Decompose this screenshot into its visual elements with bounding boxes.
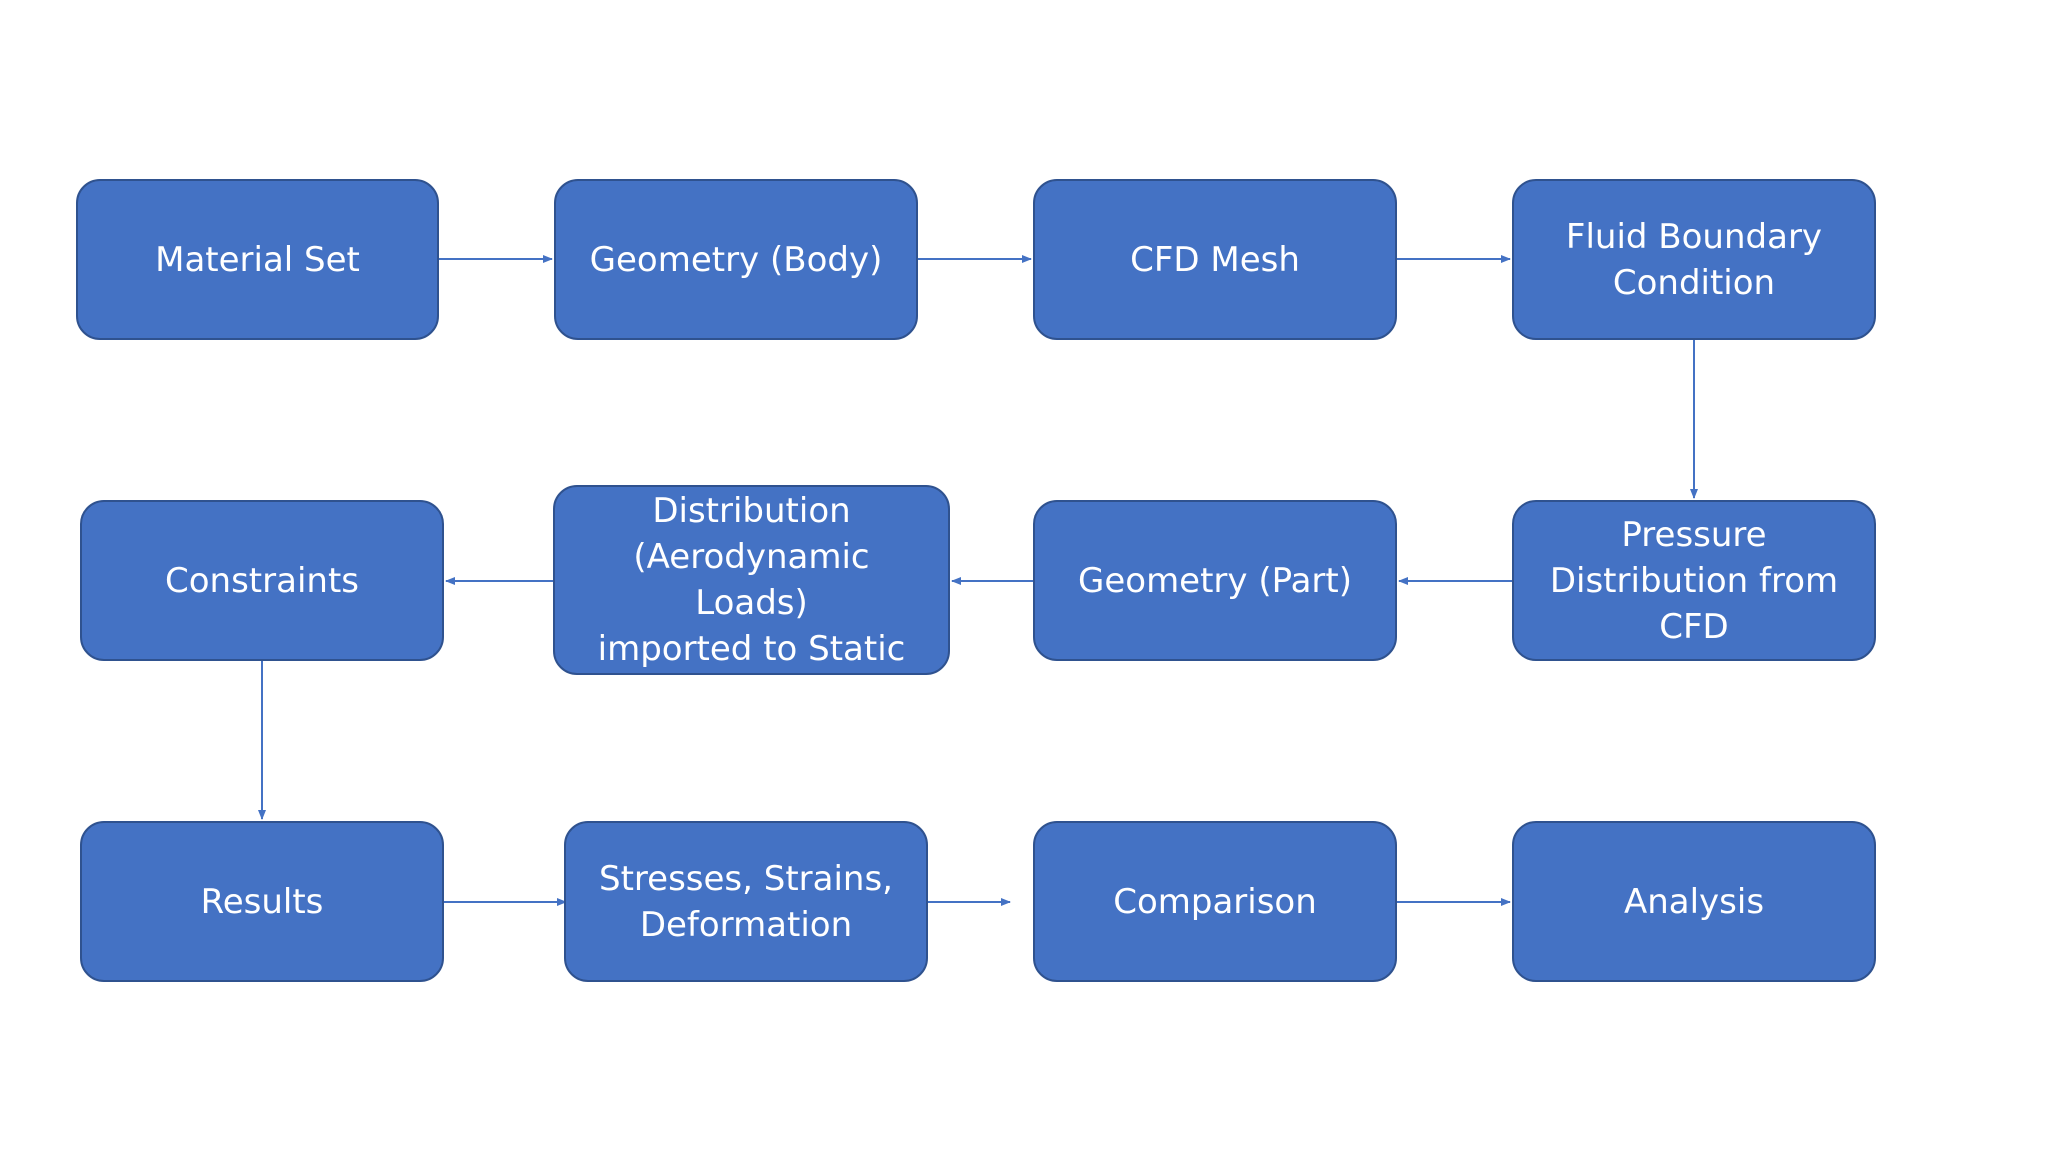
node-label: Material Set xyxy=(155,237,360,283)
node-label-line: CFD xyxy=(1659,606,1729,647)
node-cfd-mesh[interactable]: CFD Mesh xyxy=(1033,179,1397,340)
node-label-line: Geometry (Body) xyxy=(589,239,883,280)
node-label-line: Geometry (Part) xyxy=(1078,560,1352,601)
node-geometry-part[interactable]: Geometry (Part) xyxy=(1033,500,1397,661)
node-label-line: Results xyxy=(200,881,324,922)
node-label: Comparison xyxy=(1113,879,1317,925)
node-label-line: (Aerodynamic Loads) xyxy=(633,537,870,623)
node-pressure-distribution-cfd[interactable]: Pressure Distribution from CFD xyxy=(1512,500,1876,661)
node-label-line: Condition xyxy=(1612,262,1776,303)
node-label-line: Comparison xyxy=(1113,881,1317,922)
node-label-line: Fluid Boundary xyxy=(1565,216,1823,257)
node-label-line: Analysis xyxy=(1623,881,1765,922)
node-label-line: Pressure xyxy=(1621,514,1767,555)
node-pressure-distribution-imported[interactable]: Pressure Distribution (Aerodynamic Loads… xyxy=(553,445,950,715)
node-comparison[interactable]: Comparison xyxy=(1033,821,1397,982)
node-label: Geometry (Part) xyxy=(1078,558,1352,604)
node-results[interactable]: Results xyxy=(80,821,444,982)
node-label: Geometry (Body) xyxy=(590,237,883,283)
node-constraints[interactable]: Constraints xyxy=(80,500,444,661)
node-label: CFD Mesh xyxy=(1130,237,1300,283)
node-analysis[interactable]: Analysis xyxy=(1512,821,1876,982)
node-label-line: Material Set xyxy=(155,239,360,280)
node-label: Stresses, Strains, Deformation xyxy=(599,856,893,948)
node-label: Pressure Distribution from CFD xyxy=(1550,512,1838,650)
node-label-line: CFD Mesh xyxy=(1130,239,1300,280)
node-material-set[interactable]: Material Set xyxy=(76,179,439,340)
node-geometry-body[interactable]: Geometry (Body) xyxy=(554,179,918,340)
node-label: Analysis xyxy=(1624,879,1764,925)
node-label-line: Deformation xyxy=(639,904,853,945)
node-label: Pressure Distribution (Aerodynamic Loads… xyxy=(577,442,926,718)
node-label-line: Constraints xyxy=(165,560,359,601)
node-stresses-strains-deformation[interactable]: Stresses, Strains, Deformation xyxy=(564,821,928,982)
node-fluid-boundary-condition[interactable]: Fluid Boundary Condition xyxy=(1512,179,1876,340)
node-label: Results xyxy=(201,879,324,925)
node-label-line: Structural xyxy=(667,675,836,715)
node-label-line: Stresses, Strains, xyxy=(599,858,893,899)
node-label-line: imported to Static xyxy=(597,629,906,669)
node-label-line: Pressure Distribution xyxy=(652,445,851,531)
node-label: Fluid Boundary Condition xyxy=(1566,214,1822,306)
node-label-line: Distribution from xyxy=(1549,560,1839,601)
node-label: Constraints xyxy=(165,558,359,604)
